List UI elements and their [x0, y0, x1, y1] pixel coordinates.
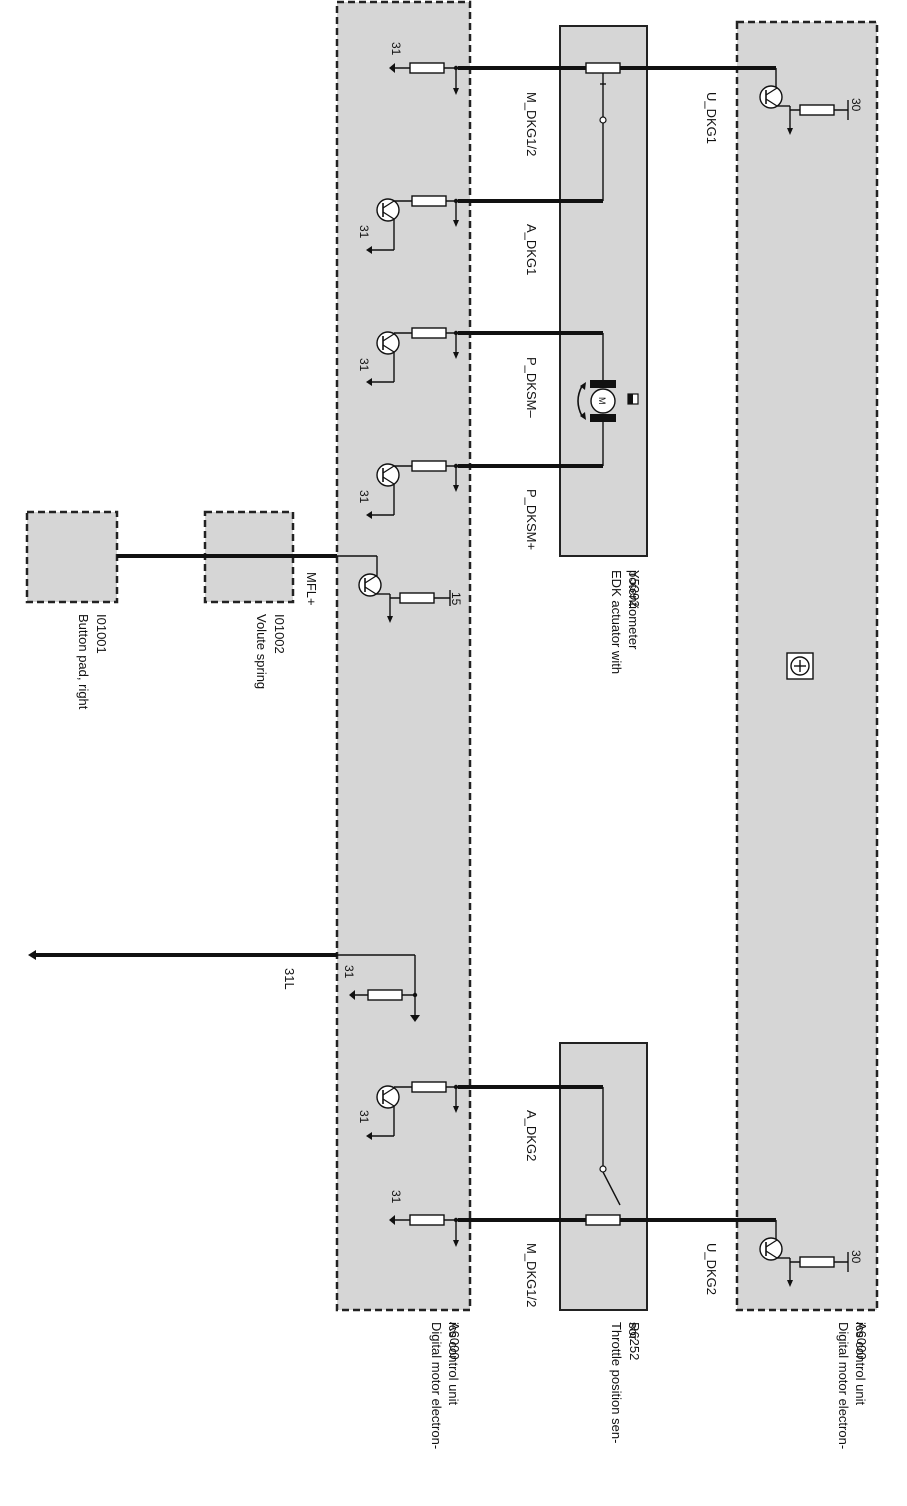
buttonpad-name: Button pad, right: [76, 614, 91, 710]
terminal-30-bottom: 30: [849, 1250, 863, 1264]
label-ecu-right: A6000 Digital motor electron- ics contro…: [836, 1322, 869, 1453]
ecu-right-u-dkg1: [759, 68, 849, 135]
ecu-left-box: [335, 0, 472, 1312]
signal-u-dkg2: U_DKG2: [704, 1243, 719, 1295]
volute-id: I01002: [272, 614, 287, 654]
terminal-31-r1220: 31: [389, 1190, 403, 1204]
signal-p-dksm-minus: P_DKSM–: [524, 357, 539, 418]
terminal-31-r1087: 31: [357, 1110, 371, 1124]
ecu-left-id: A6000: [447, 1322, 462, 1360]
label-ecu-left: A6000 Digital motor electron- ics contro…: [429, 1322, 462, 1453]
terminal-15: 15: [449, 592, 463, 606]
terminal-31-r201: 31: [357, 225, 371, 239]
signal-31l: 31L: [282, 968, 297, 990]
tps-id: R6252: [627, 1322, 642, 1360]
signal-m-dkg12-top: M_DKG1/2: [524, 92, 539, 156]
terminal-31-r333: 31: [357, 358, 371, 372]
edk-potentiometer: [585, 62, 621, 201]
ecu-left-row-1220: [389, 1214, 459, 1247]
signal-m-dkg12-bottom: M_DKG1/2: [524, 1243, 539, 1307]
throttle-sensor-box: [559, 1042, 648, 1311]
ecu-left-row-333: [366, 327, 459, 386]
ecu-right-u-dkg2: [759, 1220, 849, 1287]
terminal-30-top: 30: [849, 98, 863, 112]
edk-id: Y5392: [627, 570, 642, 608]
tps-name: Throttle position sen- sor: [609, 1322, 641, 1447]
signal-u-dkg1: U_DKG1: [704, 92, 719, 144]
signal-mfl-plus: MFL+: [304, 572, 319, 606]
terminal-31-31l: 31: [342, 965, 356, 979]
button-pad-box: [25, 510, 119, 604]
label-buttonpad: I01001 Button pad, right: [76, 614, 109, 710]
volute-name: Volute spring: [254, 614, 269, 689]
label-tps: R6252 Throttle position sen- sor: [609, 1322, 642, 1447]
motor-label: M: [597, 397, 607, 405]
label-edk: Y5392 EDK actuator with potentiometer: [609, 570, 642, 678]
ecu-left-31l: [349, 955, 420, 1022]
edk-name: EDK actuator with potentiometer: [609, 570, 641, 678]
signal-p-dksm-plus: P_DKSM+: [524, 489, 539, 550]
ecu-right-name: Digital motor electron- ics control unit: [836, 1322, 868, 1453]
edk-motor: [577, 333, 639, 466]
ecu-left-row-68: [389, 62, 459, 95]
gnd-31l-end: [28, 950, 36, 960]
ecu-symbol: [786, 652, 814, 680]
signal-a-dkg2: A_DKG2: [524, 1110, 539, 1161]
ecu-left-name: Digital motor electron- ics control unit: [429, 1322, 461, 1453]
ecu-left-row-201: [366, 195, 459, 254]
buttonpad-id: I01001: [94, 614, 109, 654]
label-volute: I01002 Volute spring: [254, 614, 287, 689]
tps-potentiometer: [585, 1087, 621, 1226]
ecu-right-id: A6000: [854, 1322, 869, 1360]
ecu-left-mfl: [358, 556, 451, 623]
terminal-31-r466: 31: [357, 490, 371, 504]
terminal-31-r68: 31: [389, 42, 403, 56]
ecu-left-row-466: [366, 460, 459, 519]
ecu-left-row-1087: [366, 1081, 459, 1140]
signal-a-dkg1: A_DKG1: [524, 224, 539, 275]
